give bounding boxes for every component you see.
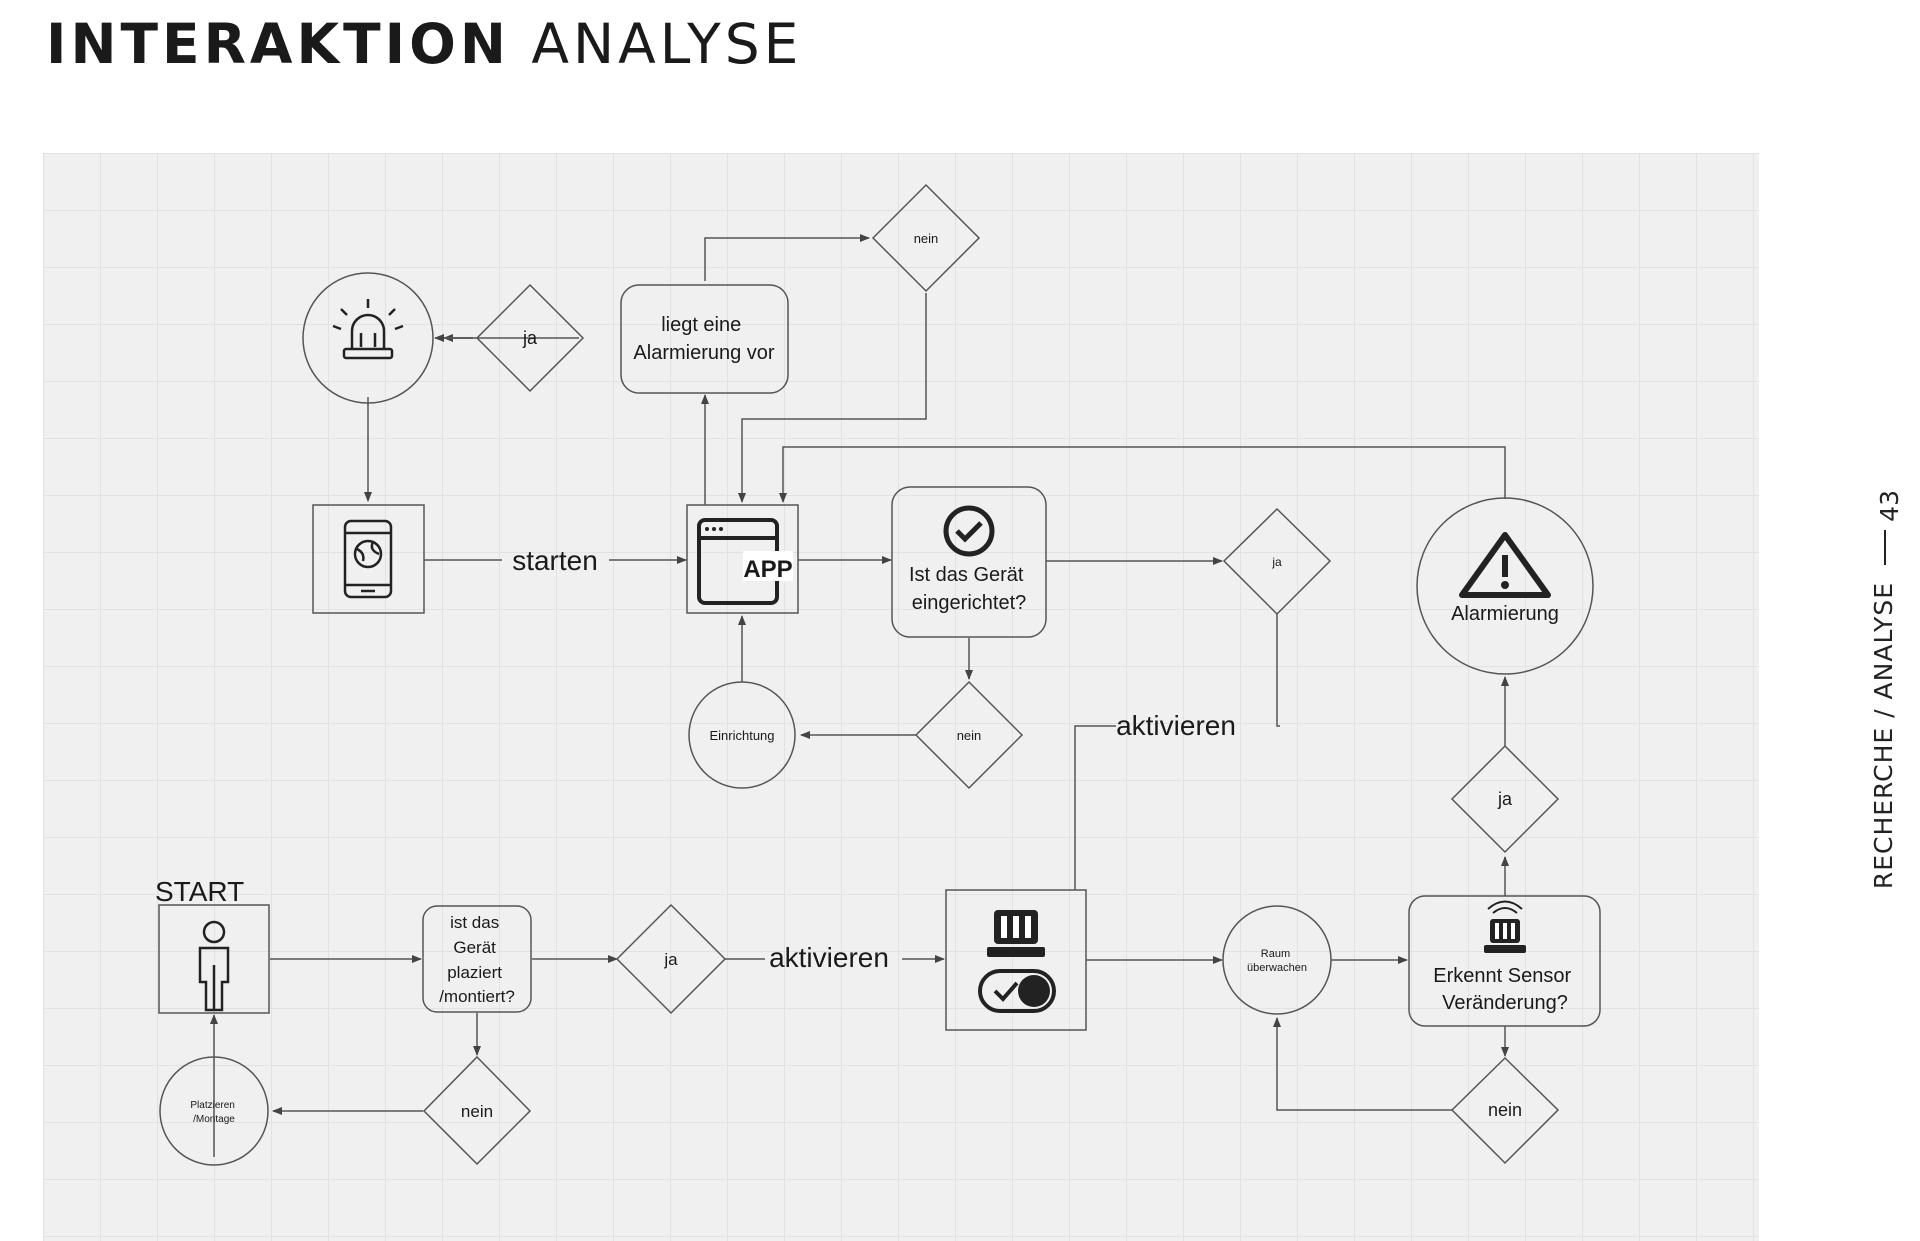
alarm-circle [1416,497,1594,675]
check-mounted-text: ist das Gerät plaziert /montiert? [439,913,515,1006]
start-label: START [155,876,244,907]
setup-yes-label: ja [1271,555,1282,569]
monitor-room-circle [1222,905,1332,1015]
flowchart: START ist das Gerät plaziert /montiert? … [155,183,1601,1166]
app-label: APP [743,556,792,583]
alarm-label: Alarmierung [1451,603,1559,625]
sensor-siren-icon [987,910,1045,957]
alarm-no-label: nein [914,231,939,246]
start-app-label: starten [512,545,598,576]
sidebar-divider [1884,530,1886,565]
checkmark-circle-icon [943,505,995,557]
alarm-yes-label: ja [522,328,538,348]
alarm-no-diamond [871,183,981,293]
siren-icon [332,299,404,360]
person-icon [198,920,230,1012]
app-box [686,504,799,614]
setup-check-box [891,486,1047,638]
page-title-bold: INTERAKTION [46,12,510,76]
page-title-light: ANALYSE [531,12,803,76]
edge-alarmcheck-to-no [704,234,870,281]
alarm-yes-diamond [475,283,585,393]
sensor-yes-label: ja [1497,789,1513,809]
page-sidebar: RECHERCHE / ANALYSE 43 [1867,490,1912,889]
setup-label: Einrichtung [709,728,774,743]
sensor-no-label: nein [1488,1100,1522,1120]
sensor-no-diamond [1450,1056,1560,1165]
sensor-activation-box [945,889,1087,1031]
setup-check-text: Ist das Gerät eingerichtet? [909,564,1029,614]
page-title: INTERAKTION ANALYSE [46,12,802,76]
edge-no-to-app [738,293,927,503]
mount-no-diamond [422,1055,532,1166]
siren-circle [302,272,434,404]
check-mounted-box [422,905,532,1013]
warning-icon [1459,532,1551,598]
sensor-detect-text: Erkennt Sensor Veränderung? [1433,965,1576,1014]
edge-aktivieren-to-ja [1276,614,1280,727]
setup-yes-diamond [1222,507,1332,616]
phone-globe-icon [343,519,393,599]
setup-no-diamond [914,680,1024,790]
edge-no-to-room [1273,1017,1453,1111]
mount-yes-label: ja [663,950,678,969]
start-box [158,904,270,1014]
mount-yes-diamond [615,903,727,1015]
alarm-check-box [620,284,789,394]
app-window-icon [697,518,793,605]
activate-bottom-label: aktivieren [769,942,889,973]
page-number: 43 [1875,490,1904,522]
alarm-siren-icon [1484,900,1526,953]
mount-no-label: nein [461,1102,493,1121]
placement-circle [159,1056,269,1166]
sensor-detect-box [1408,895,1601,1027]
placement-text: Platzieren /Montage [190,1100,237,1125]
activate-right-label: aktivieren [1116,710,1236,741]
setup-no-label: nein [957,728,982,743]
monitor-room-text: Raum überwachen [1247,948,1307,974]
sensor-yes-diamond [1450,744,1560,854]
edge-sensor-up [1074,725,1116,890]
section-label: RECHERCHE / ANALYSE [1869,582,1898,890]
setup-circle [688,681,796,789]
edge-alarm-to-app [779,446,1506,503]
toggle-switch-icon [978,969,1056,1013]
flowchart-board: START ist das Gerät plaziert /montiert? … [43,153,1759,1241]
phone-box [312,504,425,614]
alarm-check-text: liegt eine Alarmierung vor [633,314,775,364]
